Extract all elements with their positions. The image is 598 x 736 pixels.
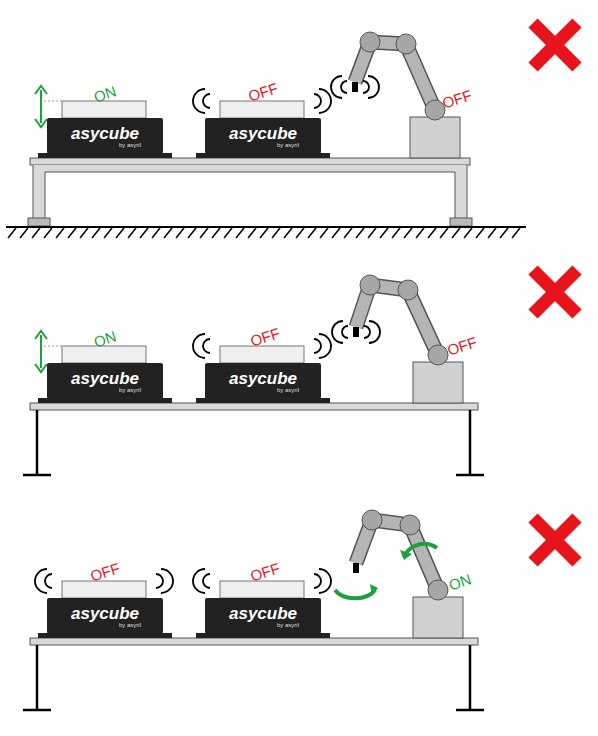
feeder-body: asycubeby asyril <box>47 118 163 154</box>
robot-arm <box>353 275 463 403</box>
wrong-mark <box>533 23 577 67</box>
feeder-body: asycubeby asyril <box>47 598 163 634</box>
feeder-parts <box>196 581 330 638</box>
maker-name: by asyril <box>277 387 299 393</box>
feeder-body: asycubeby asyril <box>205 363 321 399</box>
rotation-arrow <box>335 544 437 598</box>
ground-hatch <box>6 227 526 238</box>
wrong-mark <box>533 518 577 562</box>
feeder-body: asycubeby asyril <box>205 118 321 154</box>
state-label: OFF <box>440 87 473 111</box>
robot-arm <box>353 510 463 638</box>
vibration-mark <box>332 321 380 343</box>
state-label: OFF <box>246 80 279 104</box>
vibration-mark <box>331 76 379 98</box>
brand-name: asycube <box>229 125 297 142</box>
table <box>23 403 484 475</box>
maker-name: by asyril <box>277 622 299 628</box>
wrong-mark <box>533 270 577 314</box>
table-frame <box>28 158 472 226</box>
state-label: OFF <box>248 560 281 584</box>
maker-name: by asyril <box>119 622 141 628</box>
table <box>23 638 484 710</box>
feeder-body: asycubeby asyril <box>47 363 163 399</box>
maker-name: by asyril <box>119 142 141 148</box>
maker-name: by asyril <box>277 142 299 148</box>
feeder-parts <box>196 101 330 158</box>
feeder-body: asycubeby asyril <box>205 598 321 634</box>
brand-name: asycube <box>71 370 139 387</box>
brand-name: asycube <box>71 605 139 622</box>
brand-name: asycube <box>229 370 297 387</box>
feeder-parts <box>38 581 172 638</box>
feeder-parts <box>196 346 330 403</box>
state-label: OFF <box>88 560 121 584</box>
feeder-parts <box>38 101 172 158</box>
brand-name: asycube <box>229 605 297 622</box>
state-label: OFF <box>445 334 478 358</box>
maker-name: by asyril <box>119 387 141 393</box>
state-label: OFF <box>248 325 281 349</box>
brand-name: asycube <box>71 125 139 142</box>
state-label: ON <box>447 571 473 592</box>
feeder-parts <box>38 346 172 403</box>
